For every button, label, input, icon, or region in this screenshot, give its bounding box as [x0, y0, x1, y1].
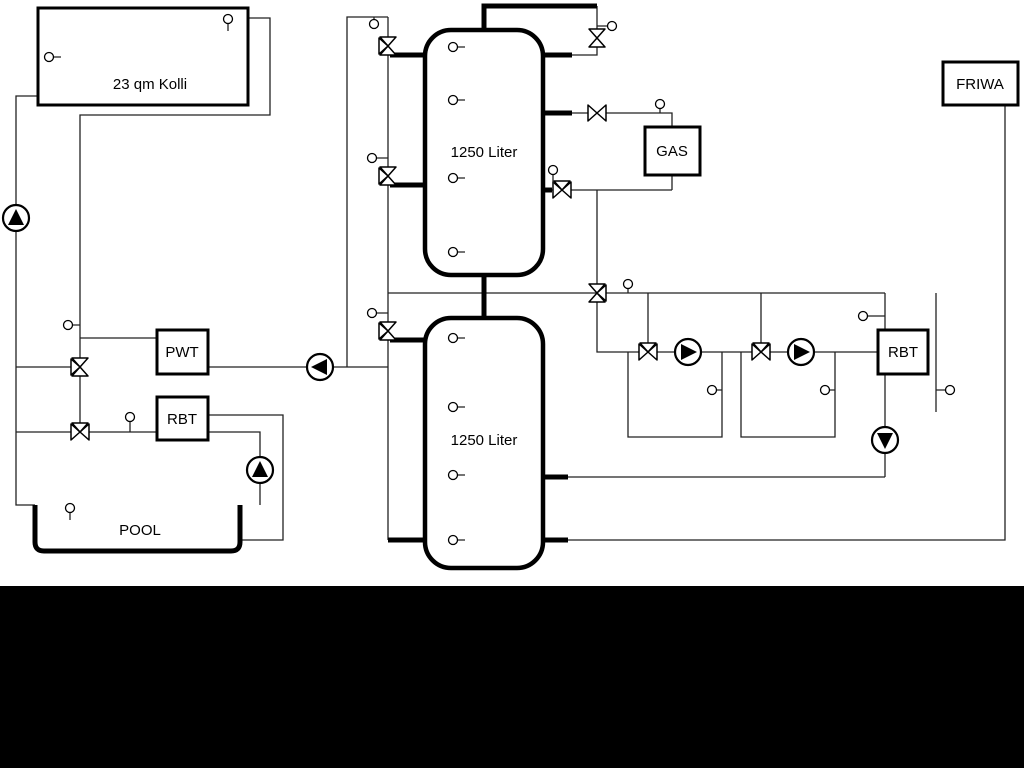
solar-collector-box[interactable]	[36, 6, 250, 107]
sensor-icon	[64, 502, 76, 514]
tank-sensor-icon	[447, 469, 459, 481]
buffer-tank-bottom-body[interactable]	[422, 315, 546, 571]
pwt-charge-pump-icon[interactable]	[305, 352, 335, 382]
pool-basin[interactable]	[32, 505, 243, 554]
sensor-icon	[222, 13, 234, 25]
tank-sensor-icon	[447, 41, 459, 53]
sensors	[43, 13, 956, 546]
pwt-box[interactable]	[155, 328, 210, 376]
sensor-icon	[547, 164, 559, 176]
pool[interactable]: POOL	[32, 505, 243, 554]
sensor-stems	[53, 17, 946, 541]
buffer-tank-top[interactable]: 1250 Liter	[422, 27, 546, 278]
pwt-heat-exchanger[interactable]: PWT	[155, 328, 210, 376]
sensor-icon	[654, 98, 666, 110]
heating-circuit-2-pump-icon[interactable]	[786, 337, 816, 367]
pool-pump-icon[interactable]	[245, 455, 275, 485]
sensor-icon	[944, 384, 956, 396]
sensor-icon	[706, 384, 718, 396]
sensor-icon	[366, 307, 378, 319]
friwa-label: FRIWA	[956, 76, 1004, 93]
tank-sensor-icon	[447, 246, 459, 258]
gas-boiler[interactable]: GAS	[643, 125, 702, 177]
rbt-heating-pump-icon[interactable]	[870, 425, 900, 455]
sensor-icon	[622, 278, 634, 290]
sensor-icon	[368, 18, 380, 30]
sensor-icon	[857, 310, 869, 322]
sensor-icon	[366, 152, 378, 164]
tank-sensor-icon	[447, 94, 459, 106]
tank-sensor-icon	[447, 534, 459, 546]
friwa-station[interactable]: FRIWA	[941, 60, 1020, 107]
solar-pump-icon[interactable]	[1, 203, 31, 233]
sensor-icon	[819, 384, 831, 396]
sensor-icon	[43, 51, 55, 63]
friwa-box[interactable]	[941, 60, 1020, 107]
footer-panel	[0, 586, 1024, 768]
sensor-icon	[606, 20, 618, 32]
heating-circuit-1-pump-icon[interactable]	[673, 337, 703, 367]
tank-sensor-icon	[447, 172, 459, 184]
gas-boiler-label: GAS	[656, 143, 688, 160]
tank-sensor-icon	[447, 332, 459, 344]
solar-collector-label: 23 qm Kolli	[113, 76, 187, 93]
rbt-heating-heat-exchanger[interactable]: RBT	[876, 328, 930, 376]
buffer-tank-top-label: 1250 Liter	[451, 144, 518, 161]
solar-collector[interactable]: 23 qm Kolli	[36, 6, 250, 107]
rbt-heating-box[interactable]	[876, 328, 930, 376]
buffer-tank-top-body[interactable]	[422, 27, 546, 278]
rbt-pool-label: RBT	[167, 411, 197, 428]
buffer-tank-bottom[interactable]: 1250 Liter	[422, 315, 546, 571]
sensor-icon	[124, 411, 136, 423]
rbt-pool-box[interactable]	[155, 395, 210, 442]
buffer-tank-bottom-label: 1250 Liter	[451, 432, 518, 449]
tank-sensor-icon	[447, 401, 459, 413]
pwt-label: PWT	[165, 344, 198, 361]
rbt-heating-label: RBT	[888, 344, 918, 361]
pipe-network	[15, 6, 1006, 541]
pool-label: POOL	[119, 522, 161, 539]
sensor-icon	[62, 319, 74, 331]
gas-boiler-box[interactable]	[643, 125, 702, 177]
rbt-pool-heat-exchanger[interactable]: RBT	[155, 395, 210, 442]
